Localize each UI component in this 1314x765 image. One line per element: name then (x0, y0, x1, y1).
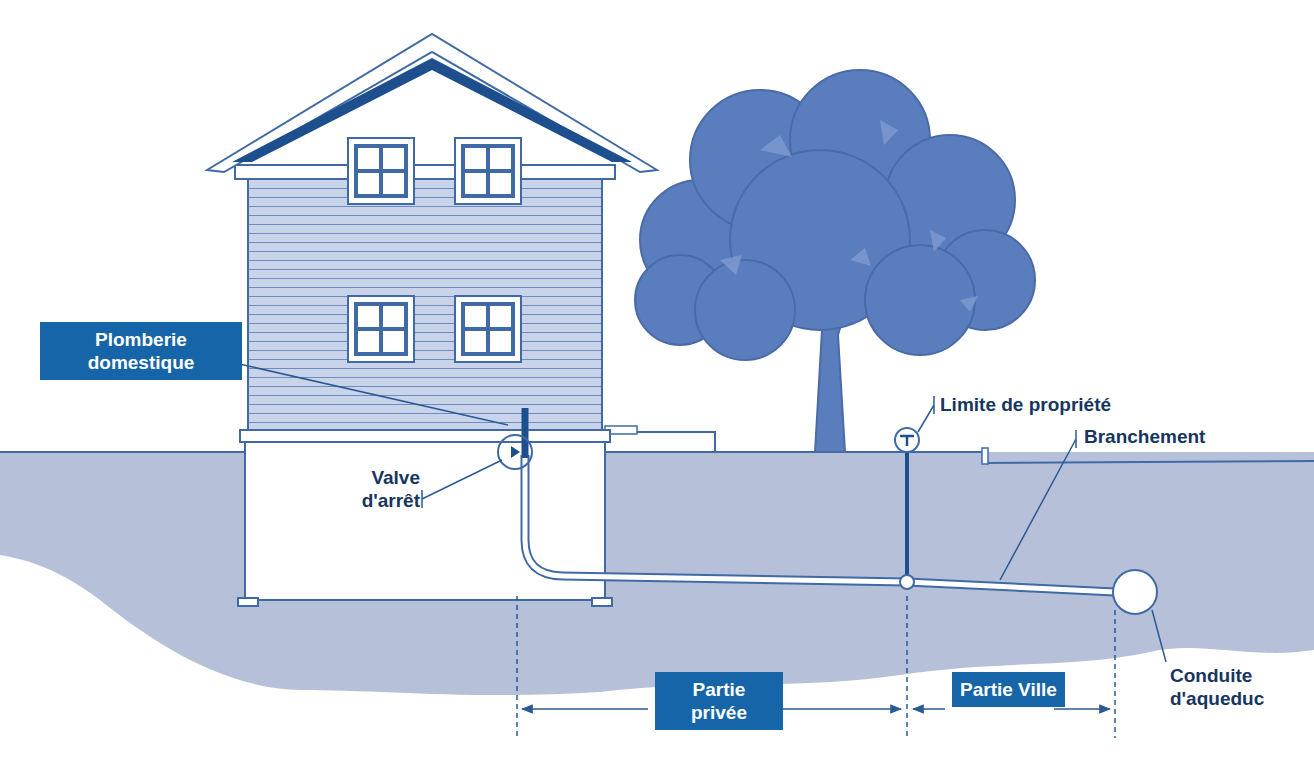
label-box: Partie Ville (952, 672, 1065, 707)
leader-lines (217, 350, 1166, 662)
curb (985, 452, 1314, 463)
box-text: Plomberie domestique (48, 328, 234, 374)
part-label: Limite de propriété (940, 393, 1160, 416)
ground (0, 452, 1314, 695)
valve-symbol (498, 435, 532, 469)
water-pipe (525, 408, 1115, 592)
label-box: Plomberie domestique (40, 322, 242, 380)
house (207, 34, 715, 606)
part-label: Valve d'arrêt (320, 466, 420, 512)
water-main (1113, 570, 1157, 614)
dimension-lines (517, 596, 1115, 738)
part-label: Conduite d'aqueduc (1170, 664, 1300, 710)
box-text: Partie Ville (960, 678, 1057, 701)
box-text: Partie privée (663, 678, 775, 724)
part-label: Branchement (1084, 425, 1284, 448)
curb-stop (895, 428, 919, 589)
label-box: Partie privée (655, 672, 783, 730)
